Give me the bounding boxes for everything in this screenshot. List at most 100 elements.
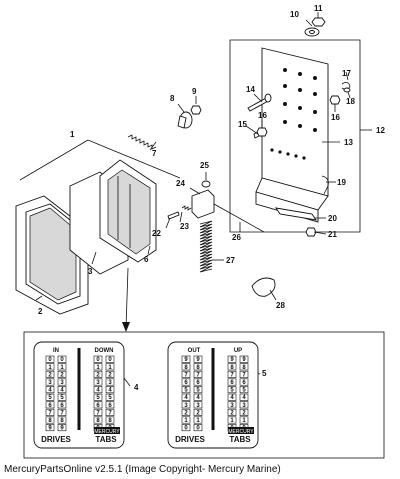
panel_right-col1-cell-box <box>181 355 191 363</box>
panel_left-col2-cell-box <box>93 416 103 424</box>
callout-5: 5 <box>262 369 267 378</box>
panel_left-col2-cell-box <box>105 401 115 409</box>
panel_left-col1-cell-box <box>57 401 67 409</box>
panel_right-col2-cell-box <box>239 355 249 363</box>
decal-frame <box>23 331 385 459</box>
panel_left-col1-cell-box <box>45 386 55 394</box>
panel_left-col2-cell-box <box>105 393 115 401</box>
panel_left-col1-digit: 7 <box>48 410 52 416</box>
panel_left-col2-cell-box <box>105 386 115 394</box>
panel_right-col1-digit: 1 <box>196 418 200 424</box>
panel_left-col2-cell-box <box>93 370 103 378</box>
panel_left-col2-digit: 8 <box>108 418 112 424</box>
panel_left-col1-digit: 3 <box>60 380 64 386</box>
panel_left-col1-cell-box <box>45 393 55 401</box>
panel_right-col1-cell-box <box>193 378 203 386</box>
panel_left-col2-digit: 0 <box>108 357 112 363</box>
panel_left-col2-digit: 4 <box>108 388 112 394</box>
panel_left-col1-digit: 5 <box>60 395 64 401</box>
callout-7: 7 <box>152 149 157 158</box>
panel_right-col1-digit: 4 <box>196 395 200 401</box>
panel_left-col1-digit: 8 <box>60 418 64 424</box>
panel_left-col1-digit: 7 <box>60 410 64 416</box>
panel_right-col2-digit: 6 <box>242 380 246 386</box>
callout-18: 18 <box>346 97 355 106</box>
panel_left-col1-cell-box <box>45 363 55 371</box>
panel_left-col1-digit: 9 <box>60 426 64 432</box>
callout-28: 28 <box>276 301 285 310</box>
nut-16b <box>329 95 341 105</box>
panel_right-col1-digit: 6 <box>184 380 188 386</box>
screw-25 <box>201 180 211 188</box>
panel_right-col1-cell-box <box>193 393 203 401</box>
callout-15: 15 <box>238 120 247 129</box>
panel_right-col2-cell-box <box>227 378 237 386</box>
panel_right-col2-digit: 5 <box>242 388 246 394</box>
panel_left-col2-cell-box <box>93 363 103 371</box>
panel_left-col1-cell-box <box>45 355 55 363</box>
panel_right-col2-digit: 7 <box>242 372 246 378</box>
panel_left-col2-digit: 0 <box>96 357 100 363</box>
panel_right-col1-cell-box <box>181 401 191 409</box>
panel_right-col1-digit: 9 <box>196 357 200 363</box>
panel_left-col2-digit: 1 <box>108 365 112 371</box>
panel_right-col2-cell-box <box>239 386 249 394</box>
panel_left-col1-cell-box <box>57 355 67 363</box>
panel_right-col2-cell-box <box>239 378 249 386</box>
panel_left-col1-digit: 4 <box>48 388 52 394</box>
panel_right-col2-digit: 6 <box>230 380 234 386</box>
panel_left-col1-cell-box <box>57 370 67 378</box>
panel_left-col1-digit: 0 <box>48 357 52 363</box>
panel_left-col1-cell-box <box>57 386 67 394</box>
panel_right-col1-cell-box <box>193 401 203 409</box>
panel_right-col1-cell-box <box>193 386 203 394</box>
pin-14 <box>247 93 272 112</box>
callout-14: 14 <box>246 85 255 94</box>
panel_left-col1-digit: 8 <box>48 418 52 424</box>
panel_right-col2-digit: 2 <box>242 410 246 416</box>
washer-10 <box>304 27 320 37</box>
display-module <box>99 159 157 263</box>
panel_left-col1-cell-box <box>57 378 67 386</box>
grommet-28 <box>251 277 276 297</box>
panel_left-col1-digit: 5 <box>48 395 52 401</box>
panel_right-col2-cell-box <box>227 393 237 401</box>
panel_left-col2-digit: 6 <box>96 403 100 409</box>
nut-21 <box>305 227 317 237</box>
panel_left-col1-digit: 4 <box>60 388 64 394</box>
panel_left-col2-digit: 5 <box>96 395 100 401</box>
panel_right-col2-digit: 5 <box>230 388 234 394</box>
panel_right-col1-cell-box <box>193 370 203 378</box>
callout-labels: 1 2 3 4 5 6 7 8 9 10 11 12 13 14 15 16 1… <box>38 4 385 392</box>
panel_left-col2-cell-box <box>105 408 115 416</box>
panel_left-col2-digit: 7 <box>96 410 100 416</box>
pin-22 <box>167 211 180 220</box>
panel_right-col2-cell-box <box>227 370 237 378</box>
sender-24 <box>191 189 215 219</box>
panel_right-col1-cell-box <box>181 363 191 371</box>
panel_right-col2-cell-box <box>239 363 249 371</box>
callout-12: 12 <box>376 126 385 135</box>
panel_left-col2-digit: 3 <box>96 380 100 386</box>
panel_left-col1-digit: 3 <box>48 380 52 386</box>
left-col2-header: DOWN <box>95 348 114 354</box>
panel_right-col2-cell-box <box>227 401 237 409</box>
panel_left-col2-digit: 7 <box>108 410 112 416</box>
panel_right-col2-digit: 2 <box>230 410 234 416</box>
nut-11 <box>311 17 326 27</box>
panel_left-col1-digit: 6 <box>60 403 64 409</box>
panel_right-col2-cell-box <box>239 393 249 401</box>
panel_left-col1-cell-box <box>57 416 67 424</box>
callout-11: 11 <box>314 4 323 13</box>
panel_left-col2-cell-box <box>93 378 103 386</box>
panel_left-col2-digit: 4 <box>96 388 100 394</box>
right-col1-header: OUT <box>188 348 201 354</box>
panel_right-col1-cell-box <box>181 408 191 416</box>
panel_right-col1-cell-box <box>193 363 203 371</box>
panel_right-col2-digit: 8 <box>242 365 246 371</box>
panel_left-col2-cell-box <box>93 401 103 409</box>
callout-3: 3 <box>88 267 93 276</box>
panel_right-col2-digit: 3 <box>242 403 246 409</box>
panel_left-col2-digit: 2 <box>108 372 112 378</box>
